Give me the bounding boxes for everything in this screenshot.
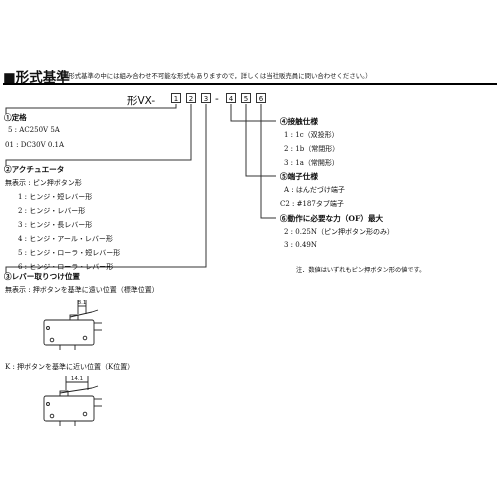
dimension-label: 14.1 xyxy=(71,376,83,382)
actuator-item: 3 : ヒンジ・長レバー形 xyxy=(18,221,93,229)
contact-item: 1 : 1c（双投形） xyxy=(284,131,339,139)
force-heading: ⑥動作に必要な力（OF）最大 xyxy=(280,214,384,223)
actuator-item: 6 : ヒンジ・ローラ・レバー形 xyxy=(18,263,114,271)
model-box-2: 2 xyxy=(186,93,196,103)
title-divider xyxy=(3,83,497,85)
contact-heading: ④接触仕様 xyxy=(280,117,318,126)
terminal-heading: ⑤端子仕様 xyxy=(280,172,318,181)
terminal-item: C2 : #187タブ端子 xyxy=(280,200,344,208)
actuator-item: 無表示 : ピン押ボタン形 xyxy=(5,179,82,187)
actuator-item: 4 : ヒンジ・アール・レバー形 xyxy=(18,235,113,243)
model-prefix: 形VX- xyxy=(127,95,156,107)
switch-diagram-k-position: 14.1 xyxy=(43,376,102,426)
rating-item-1: 5 : AC250V 5A xyxy=(8,126,60,134)
actuator-item: 5 : ヒンジ・ローラ・短レバー形 xyxy=(18,249,121,257)
model-box-1: 1 xyxy=(171,93,181,103)
switch-diagram-standard: 8.1 xyxy=(43,300,102,350)
contact-item: 3 : 1a（常開形） xyxy=(284,159,339,167)
model-dash: - xyxy=(215,93,219,105)
dimension-label: 8.1 xyxy=(78,300,87,306)
lever-position-item-1: 無表示 : 押ボタンを基準に遠い位置（標準位置） xyxy=(5,286,159,294)
model-box-6: 6 xyxy=(256,93,266,103)
note-text: （形式基準の中には組み合わせ不可能な形式もありますので，詳しくは当社販売員に問い… xyxy=(62,72,372,80)
actuator-heading: ②アクチュエータ xyxy=(4,165,65,174)
model-box-3: 3 xyxy=(201,93,211,103)
rating-item-2: 01 : DC30V 0.1A xyxy=(5,141,65,149)
terminal-item: A : はんだづけ端子 xyxy=(284,186,345,194)
rating-heading: ①定格 xyxy=(4,113,27,122)
lever-position-item-2: K : 押ボタンを基準に近い位置（K位置） xyxy=(5,363,135,371)
lever-position-heading: ③レバー取りつけ位置 xyxy=(4,272,81,281)
force-item: 2 : 0.25N（ピン押ボタン形のみ） xyxy=(284,228,394,236)
model-box-5: 5 xyxy=(241,93,251,103)
footnote: 注．数値はいずれもピン押ボタン形の値です。 xyxy=(296,267,426,274)
force-item: 3 : 0.49N xyxy=(284,241,317,249)
model-box-4: 4 xyxy=(226,93,236,103)
actuator-item: 1 : ヒンジ・短レバー形 xyxy=(18,193,93,201)
contact-item: 2 : 1b（常閉形） xyxy=(284,145,340,153)
page-title: ■形式基準 xyxy=(3,70,70,86)
actuator-item: 2 : ヒンジ・レバー形 xyxy=(18,207,86,215)
